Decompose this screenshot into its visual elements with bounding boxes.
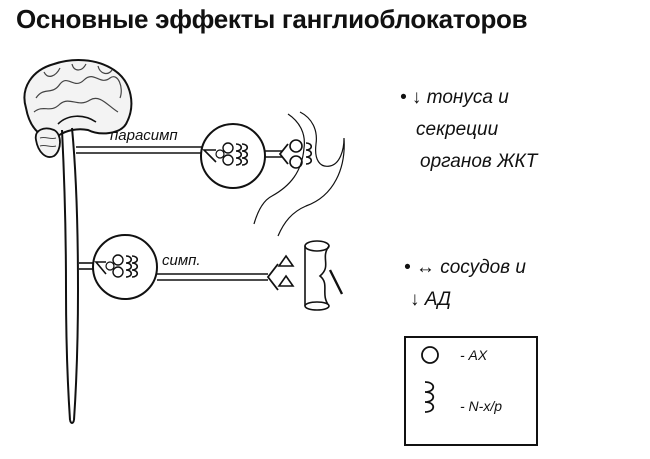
- vascular-effect-line1: • ↔ сосудов и: [404, 257, 526, 278]
- legend-box: [404, 336, 538, 446]
- parasympathetic-pathway: парасимп: [76, 127, 202, 154]
- sympathetic-label: симп.: [162, 252, 201, 269]
- gi-effect-text: • ↓ тонуса и секреции органов ЖКТ: [400, 82, 537, 178]
- parasympathetic-postganglionic: [265, 139, 313, 169]
- stomach-icon: [253, 111, 345, 237]
- gi-effect-line2: секреции: [416, 119, 499, 140]
- circle-icon: [421, 346, 439, 364]
- legend-icons: [421, 346, 439, 413]
- brain-icon: [23, 59, 133, 158]
- legend-ach-label: - АХ: [460, 347, 488, 363]
- gi-effect-line1: • ↓ тонуса и: [400, 87, 509, 108]
- ganglion-icon: [92, 234, 158, 300]
- parasympathetic-label: парасимп: [110, 127, 178, 144]
- spinal-cord-icon: [61, 127, 80, 424]
- gi-effect-line3: органов ЖКТ: [420, 151, 538, 172]
- vascular-effect-line2: ↓ АД: [410, 289, 452, 310]
- sympathetic-pathway: симп.: [79, 252, 295, 291]
- ganglion-icon: [200, 123, 266, 189]
- receptor-icon: [424, 381, 435, 413]
- blood-vessel-icon: [304, 240, 344, 311]
- vascular-effect-text: • ↔ сосудов и ↓ АД: [404, 252, 526, 316]
- legend-receptor-label: - N-х/р: [460, 398, 502, 414]
- page-title: Основные эффекты ганглиоблокаторов: [16, 4, 528, 34]
